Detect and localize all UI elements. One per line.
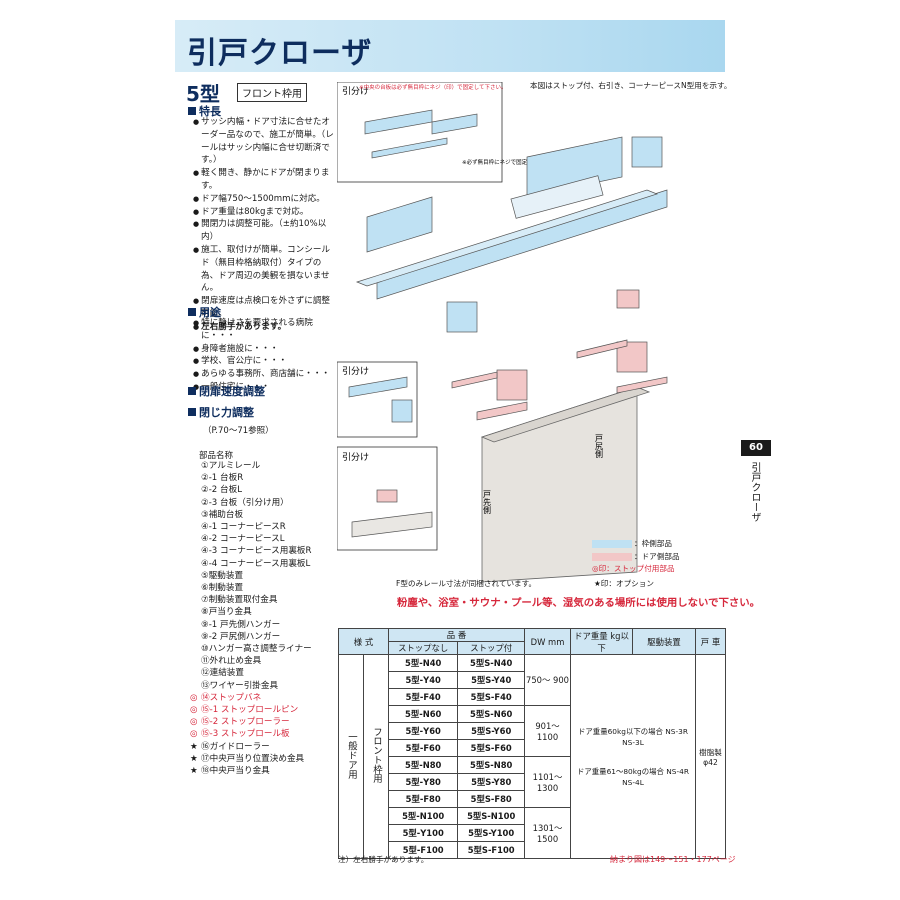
list-item: 軽く開き、静かにドアが閉まります。 [193,167,338,193]
list-item: ⑫連結装置 [201,668,244,679]
small-callout: ※必ず無目枠にネジで固定して下さい。 [462,158,560,166]
page-reference: （P.70～71参照） [203,426,274,436]
list-item: サッシ内幅・ドア寸法に合せたオーダー品なので、施工が簡単。（レールはサッシ内幅に… [193,116,338,167]
speed-heading: 閉扉速度調整 [188,383,265,399]
list-item: ②-1 台板R [201,473,244,484]
list-item: ④-3 コーナーピース用裏板R [201,546,312,557]
table-row: 5型-N40 [387,654,459,672]
inset-box-bottom [337,446,438,551]
page-number: 60 [741,440,771,456]
list-item: ドア幅750～1500mmに対応。 [193,193,338,206]
uses-heading: 用途 [188,304,221,320]
list-item: ⑬ワイヤー引掛金具 [201,680,279,691]
th-style: 様 式 [338,628,389,655]
weight-drive-cell: ドア重量60kg以下の場合 NS-3R NS-3L ドア重量61～80kgの場合… [570,654,696,859]
list-item: ⑥制動装置 [201,583,244,594]
spec-table: 様 式 品 番 DW mm ドア重量 kg以下 駆動装置 戸 車 ストップなし … [338,628,726,859]
parts-title: 部品名称 [199,451,234,461]
list-item: ④-1 コーナーピースR [201,522,286,533]
list-item: ⑧戸当り金具 [201,607,252,618]
list-item: あらゆる事務所、商店舗に・・・ [193,368,338,381]
legend: ：枠側部品 ：ドア側部品 ◎印：ストップ付用部品 [592,538,680,576]
list-item: ⑨-1 戸先側ハンガー [201,619,281,630]
wheel-cell: 樹脂製 φ42 [695,654,726,859]
list-item: ◎⑮-3 ストップロール板 [190,729,290,740]
list-item: ②-3 台板（引分け用） [201,497,289,508]
th-weight: ドア重量 kg以下 [570,628,633,655]
model-name: 5型 [186,82,220,106]
option-note: ★印：オプション [594,579,654,588]
door-end-label: 戸尻側 [595,434,604,458]
rail-note: F型のみレール寸法が同梱されています。 [396,579,537,588]
parts-list: ①アルミレール ②-1 台板R ②-2 台板L ②-3 台板（引分け用） ③補助… [190,460,312,777]
list-item: ◎⑮-2 ストップローラー [190,717,290,728]
frame-swatch [592,540,632,548]
th-wheel: 戸 車 [695,628,726,655]
inset-label-mid: 引分け [342,366,369,377]
list-item: 開閉力は調整可能。（±約10%以内） [193,218,338,244]
th-dw: DW mm [524,628,571,655]
red-callout: ※中央の台板は必ず無目枠にネジ（印）で固定して下さい。 [359,83,506,91]
features-heading: 特長 [188,103,221,119]
inset-box-top [337,82,503,183]
list-item: 身障者施設に・・・ [193,343,338,356]
inset-box-mid [337,361,418,438]
legend-door: ：ドア側部品 [592,551,680,564]
list-item: ②-2 台板L [201,485,242,496]
list-item: ④-2 コーナーピースL [201,534,285,545]
list-item: 施工、取付けが簡単。コンシールド（無目枠格納取付）タイプの為、ドア周辺の美観を損… [193,244,338,295]
list-item: ⑩ハンガー高さ調整ライナー [201,644,312,655]
list-item: ★⑯ガイドローラー [190,741,270,752]
legend-frame: ：枠側部品 [592,538,680,551]
list-item: ◎⑮-1 ストップロールピン [190,705,299,716]
list-item: ①アルミレール [201,461,261,471]
dw-cell: 750～ 900 [524,654,571,706]
door-swatch [592,552,632,561]
top-note: 本図はストップ付、右引き、コーナーピースN型用を示す。 [530,81,732,90]
inset-label-top: 引分け [342,86,369,97]
list-item: ドア重量は80kgまで対応。 [193,206,338,219]
list-item: ③補助台板 [201,509,244,520]
list-item: 特に静けさを要求される病院に・・・ [193,317,338,343]
side-label: 引戸クローザ [749,462,760,522]
legend-stop: ◎印：ストップ付用部品 [592,564,675,573]
model-tag: フロント枠用 [237,83,307,102]
list-item: ⑦制動装置取付金具 [201,595,278,606]
warning-text: 粉塵や、浴室・サウナ・プール等、湿気のある場所には使用しないで下さい。 [397,597,761,609]
list-item: ④-4 コーナーピース用裏板L [201,558,311,569]
footnote-left: 注）左右勝手があります。 [338,855,429,864]
footnote-right: 納まり図は149～151・177ページ [610,855,736,864]
list-item: ★⑰中央戸当り位置決め金具 [190,753,305,764]
th-part: 品 番 [388,628,525,642]
th-drive: 駆動装置 [632,628,696,655]
list-item: ⑪外れ止め金具 [201,656,262,667]
door-front-label: 戸先側 [483,490,492,514]
page-title: 引戸クローザ [187,36,373,71]
style1-cell: 一般ドア用 [338,654,364,859]
title-bar: 引戸クローザ [175,20,725,72]
inset-label-bottom: 引分け [342,452,369,463]
style2-cell: フロント枠用 [363,654,389,859]
list-item: ★⑱中央戸当り金具 [190,766,270,777]
list-item: ◎⑭ストップバネ [190,692,262,703]
th-nostop: ストップなし [387,641,459,655]
force-heading: 閉じ力調整 [188,404,254,420]
list-item: ⑨-2 戸尻側ハンガー [201,631,281,642]
th-stop: ストップ付 [457,641,525,655]
list-item: ⑤駆動装置 [201,570,244,581]
list-item: 学校、官公庁に・・・ [193,355,338,368]
features-list: サッシ内幅・ドア寸法に合せたオーダー品なので、施工が簡単。（レールはサッシ内幅に… [193,116,338,334]
exploded-diagram: 引分け ※中央の台板は必ず無目枠にネジ（印）で固定して下さい。 引分け 引分け … [337,82,668,583]
